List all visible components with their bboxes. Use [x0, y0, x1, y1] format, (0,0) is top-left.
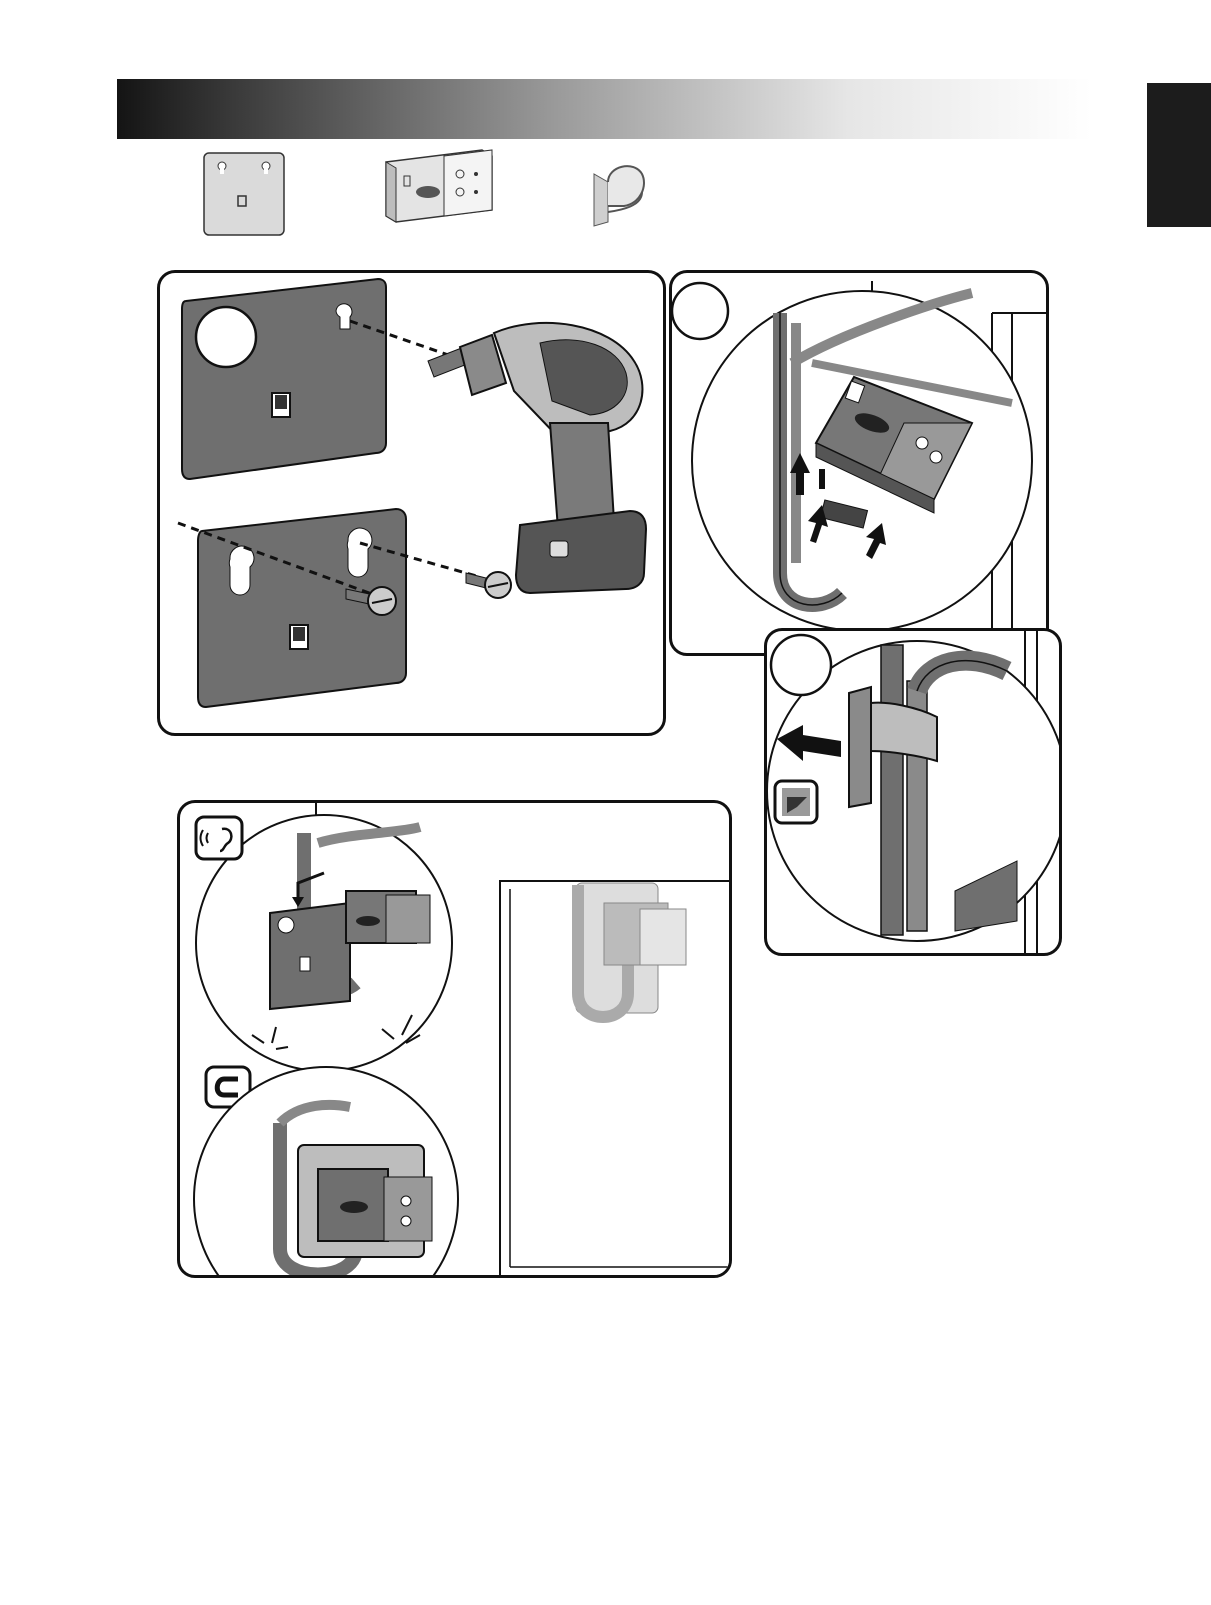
part-mounting-plate: [198, 150, 288, 240]
part-wire-clip: [588, 152, 652, 234]
step-circle-drill: [196, 307, 256, 367]
panel-connect: [669, 270, 1049, 656]
step-circle-clip: [771, 635, 831, 695]
part-control-module: [382, 148, 494, 228]
step-circle-connect: [672, 283, 728, 339]
panel-clip: [764, 628, 1062, 956]
adhesive-tape-icon: [775, 781, 817, 823]
cordless-drill-icon: [428, 323, 646, 593]
panel-mount: [177, 800, 732, 1278]
header-bar: [117, 79, 1092, 139]
screw-2: [466, 572, 511, 598]
mounting-plate-icon: [198, 150, 288, 240]
listen-click-icon: [196, 817, 242, 859]
wire-clip-icon: [588, 152, 652, 234]
side-tab: [1147, 83, 1211, 227]
panel-drill: [157, 270, 666, 736]
control-module-icon: [382, 148, 494, 228]
